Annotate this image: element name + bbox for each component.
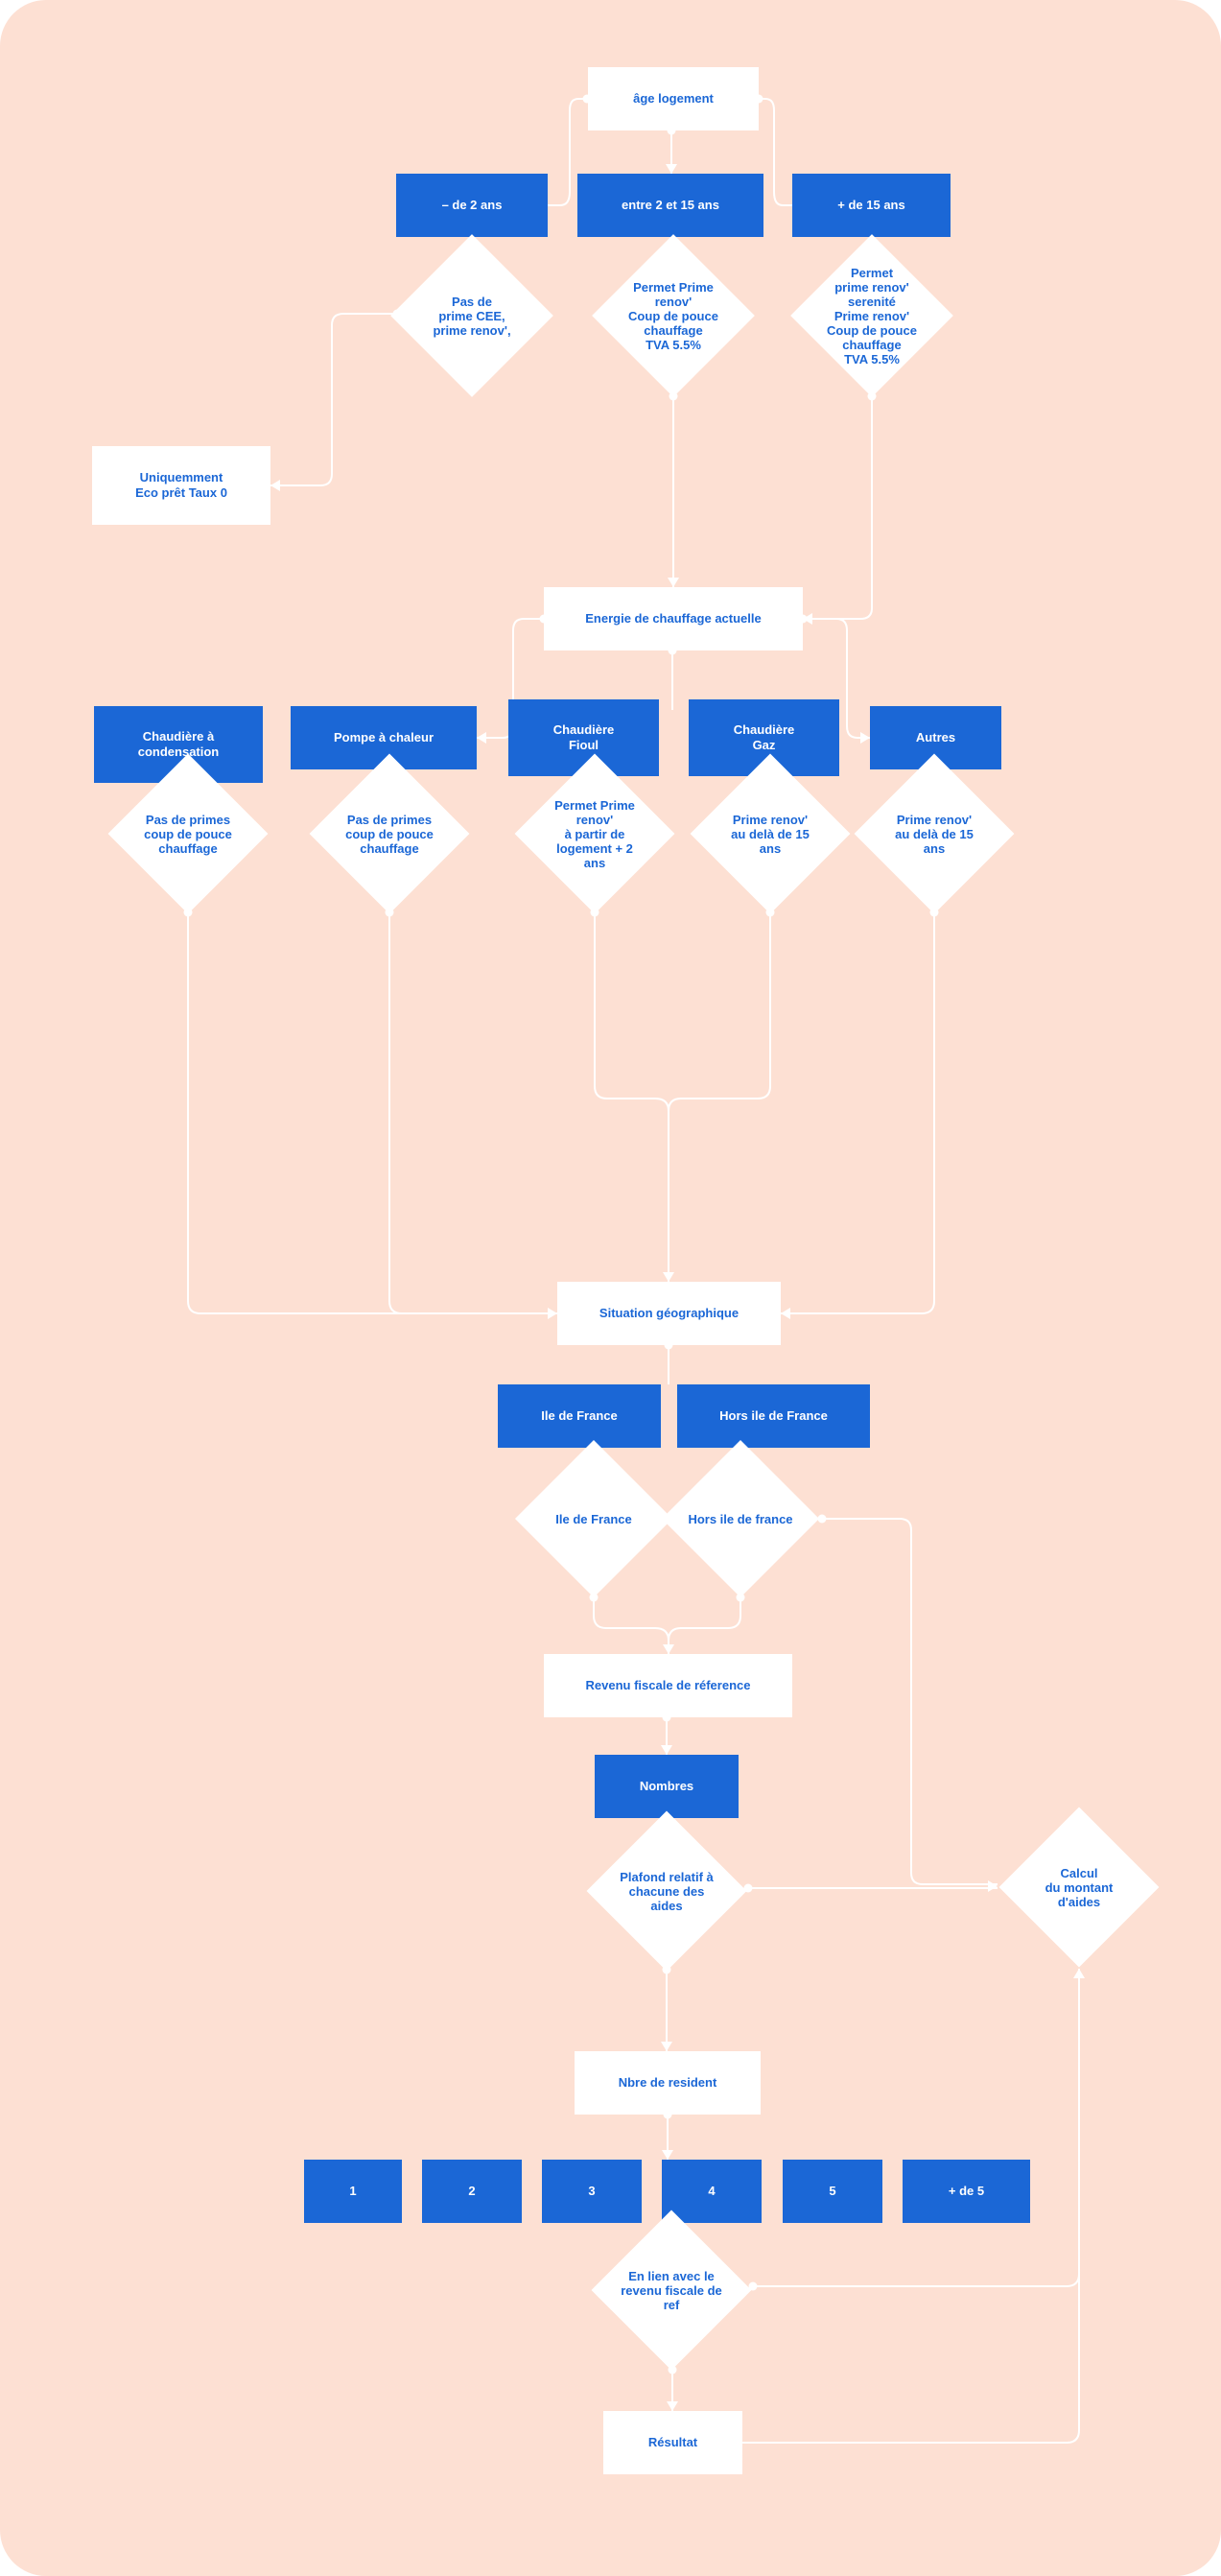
wire-age-to-left bbox=[548, 98, 587, 206]
arrowhead-to-situation-top bbox=[663, 1272, 674, 1282]
node-resultat[interactable]: Résultat bbox=[603, 2411, 742, 2474]
decision-permet-prime-renov[interactable]: Permet Prime renov' Coup de pouce chauff… bbox=[592, 234, 755, 397]
node-hors-ile-de-france[interactable]: Hors ile de France bbox=[677, 1384, 870, 1448]
wire-pompe-to-situation bbox=[388, 912, 557, 1314]
node-ile-de-france[interactable]: Ile de France bbox=[498, 1384, 661, 1448]
arrowhead-to-pompe bbox=[477, 732, 486, 744]
wire-right-diamond-to-energie bbox=[803, 396, 873, 620]
arrowhead-to-ecopret bbox=[270, 480, 280, 491]
node-resident-3[interactable]: 3 bbox=[542, 2160, 642, 2223]
wire-age-to-right bbox=[759, 98, 792, 206]
dot-lien-right bbox=[748, 2281, 758, 2291]
decision-label: Hors ile de france bbox=[688, 1511, 793, 1526]
arrowhead-to-situation-right bbox=[781, 1308, 790, 1319]
arrowhead-to-autres bbox=[860, 732, 870, 744]
wire-resultat-to-calcul bbox=[742, 1969, 1080, 2444]
arrowhead-to-resultat bbox=[667, 2401, 678, 2411]
decision-label: Ile de France bbox=[555, 1511, 632, 1526]
decision-pas-de-prime[interactable]: Pas de prime CEE, prime renov', bbox=[390, 234, 553, 397]
node-resident-plus-5[interactable]: + de 5 bbox=[903, 2160, 1030, 2223]
arrowhead-to-energie bbox=[668, 578, 679, 587]
decision-label: Permet prime renov' serenité Prime renov… bbox=[827, 265, 917, 366]
node-moins-2-ans[interactable]: – de 2 ans bbox=[396, 174, 548, 237]
decision-label: Prime renov' au delà de 15 ans bbox=[895, 812, 974, 856]
node-nbre-resident[interactable]: Nbre de resident bbox=[575, 2051, 761, 2115]
decision-label: Prime renov' au delà de 15 ans bbox=[731, 812, 810, 856]
node-revenu-fiscal[interactable]: Revenu fiscale de réference bbox=[544, 1654, 792, 1717]
wire-gaz-to-merge bbox=[668, 912, 771, 1112]
node-resident-1[interactable]: 1 bbox=[304, 2160, 402, 2223]
decision-hors-ile-de-france[interactable]: Hors ile de france bbox=[659, 1437, 822, 1600]
wire-condensation-to-situation bbox=[187, 912, 557, 1314]
arrowhead-to-calcul bbox=[988, 1880, 998, 1892]
decision-condensation[interactable]: Pas de primes coup de pouce chauffage bbox=[106, 752, 270, 915]
decision-label: Pas de primes coup de pouce chauffage bbox=[345, 812, 434, 856]
node-resident-4[interactable]: 4 bbox=[662, 2160, 762, 2223]
decision-label: Permet Prime renov' à partir de logement… bbox=[554, 797, 635, 870]
wire-left-diamond-to-ecopret bbox=[270, 313, 397, 486]
wire-energie-to-pompe bbox=[477, 618, 544, 739]
decision-fioul[interactable]: Permet Prime renov' à partir de logement… bbox=[513, 752, 676, 915]
arrowhead-to-row bbox=[662, 2150, 673, 2160]
wire-lien-to-calcul bbox=[753, 1969, 1080, 2287]
node-resident-5[interactable]: 5 bbox=[783, 2160, 882, 2223]
arrowhead-to-situation-left bbox=[548, 1308, 557, 1319]
decision-plafond[interactable]: Plafond relatif à chacune des aides bbox=[585, 1809, 748, 1973]
node-age-logement[interactable]: âge logement bbox=[588, 67, 759, 130]
wire-hors-idf-to-calcul bbox=[822, 1518, 998, 1885]
node-resident-2[interactable]: 2 bbox=[422, 2160, 522, 2223]
decision-calcul[interactable]: Calcul du montant d'aides bbox=[998, 1806, 1161, 1969]
node-plus-15-ans[interactable]: + de 15 ans bbox=[792, 174, 951, 237]
decision-autres[interactable]: Prime renov' au delà de 15 ans bbox=[853, 752, 1016, 915]
decision-label: Plafond relatif à chacune des aides bbox=[620, 1869, 714, 1913]
arrowhead-to-resident bbox=[661, 2042, 672, 2051]
arrowhead-to-revenu bbox=[663, 1644, 674, 1654]
dot-hors-idf-right bbox=[817, 1514, 827, 1524]
arrowhead-to-nombres bbox=[661, 1745, 672, 1755]
decision-label: Permet Prime renov' Coup de pouce chauff… bbox=[628, 279, 718, 352]
decision-label: Pas de prime CEE, prime renov', bbox=[433, 294, 511, 338]
wire-fioul-to-merge bbox=[594, 912, 669, 1282]
wire-energie-to-autres bbox=[803, 618, 870, 739]
decision-permet-serenite[interactable]: Permet prime renov' serenité Prime renov… bbox=[790, 234, 953, 397]
decision-label: En lien avec le revenu fiscale de ref bbox=[621, 2268, 722, 2312]
wire-hors-idf-to-revenu bbox=[668, 1597, 741, 1642]
wire-idf-to-revenu bbox=[593, 1597, 669, 1654]
arrowhead-to-entre bbox=[666, 164, 677, 174]
wire-autres-to-situation bbox=[781, 912, 935, 1314]
arrowhead-energie-right bbox=[803, 613, 812, 625]
node-situation-geo[interactable]: Situation géographique bbox=[557, 1282, 781, 1345]
decision-gaz[interactable]: Prime renov' au delà de 15 ans bbox=[689, 752, 852, 915]
decision-label: Pas de primes coup de pouce chauffage bbox=[144, 812, 232, 856]
node-entre-2-15-ans[interactable]: entre 2 et 15 ans bbox=[577, 174, 763, 237]
decision-en-lien-revenu[interactable]: En lien avec le revenu fiscale de ref bbox=[590, 2209, 753, 2372]
decision-ile-de-france[interactable]: Ile de France bbox=[512, 1437, 675, 1600]
decision-pompe-chaleur[interactable]: Pas de primes coup de pouce chauffage bbox=[308, 752, 471, 915]
arrowhead-to-calcul-bottom bbox=[1073, 1969, 1085, 1978]
node-nombres[interactable]: Nombres bbox=[595, 1755, 739, 1818]
node-energie-chauffage[interactable]: Energie de chauffage actuelle bbox=[544, 587, 803, 650]
node-eco-pret[interactable]: Uniquemment Eco prêt Taux 0 bbox=[92, 446, 270, 525]
decision-label: Calcul du montant d'aides bbox=[1045, 1865, 1114, 1909]
